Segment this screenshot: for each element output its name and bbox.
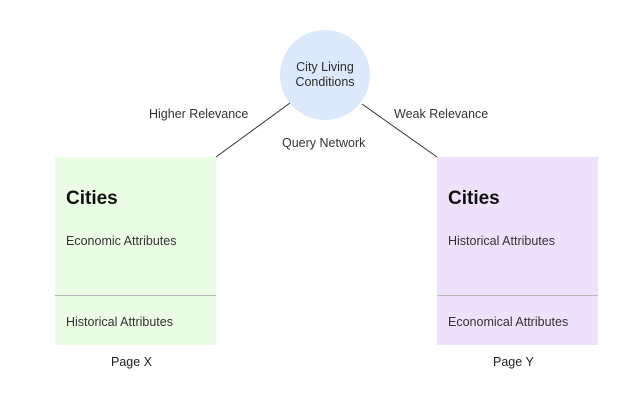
query-node-line-1: City Living [296, 60, 354, 74]
page-x-secondary-attribute: Historical Attributes [66, 315, 173, 329]
query-node: City Living Conditions [280, 30, 370, 120]
query-network-label: Query Network [282, 136, 366, 150]
page-x-title: Cities [66, 188, 118, 209]
page-y-card-top [437, 157, 598, 295]
page-y-divider [437, 295, 598, 296]
page-y-title: Cities [448, 188, 500, 209]
page-y-secondary-attribute: Economical Attributes [448, 315, 569, 329]
page-x-card-top [55, 157, 216, 295]
page-x-caption: Page X [111, 355, 153, 369]
query-node-line-2: Conditions [295, 75, 355, 89]
edge-label-weak-relevance: Weak Relevance [394, 107, 489, 121]
connector-right [361, 103, 438, 158]
edge-label-higher-relevance: Higher Relevance [149, 107, 249, 121]
page-x-divider [55, 295, 216, 296]
page-y-card: Cities Historical Attributes Economical … [437, 157, 598, 345]
connector-left [215, 102, 291, 158]
page-x-card: Cities Economic Attributes Historical At… [55, 157, 216, 345]
page-y-primary-attribute: Historical Attributes [448, 234, 555, 248]
page-y-caption: Page Y [493, 355, 534, 369]
page-x-primary-attribute: Economic Attributes [66, 234, 177, 248]
